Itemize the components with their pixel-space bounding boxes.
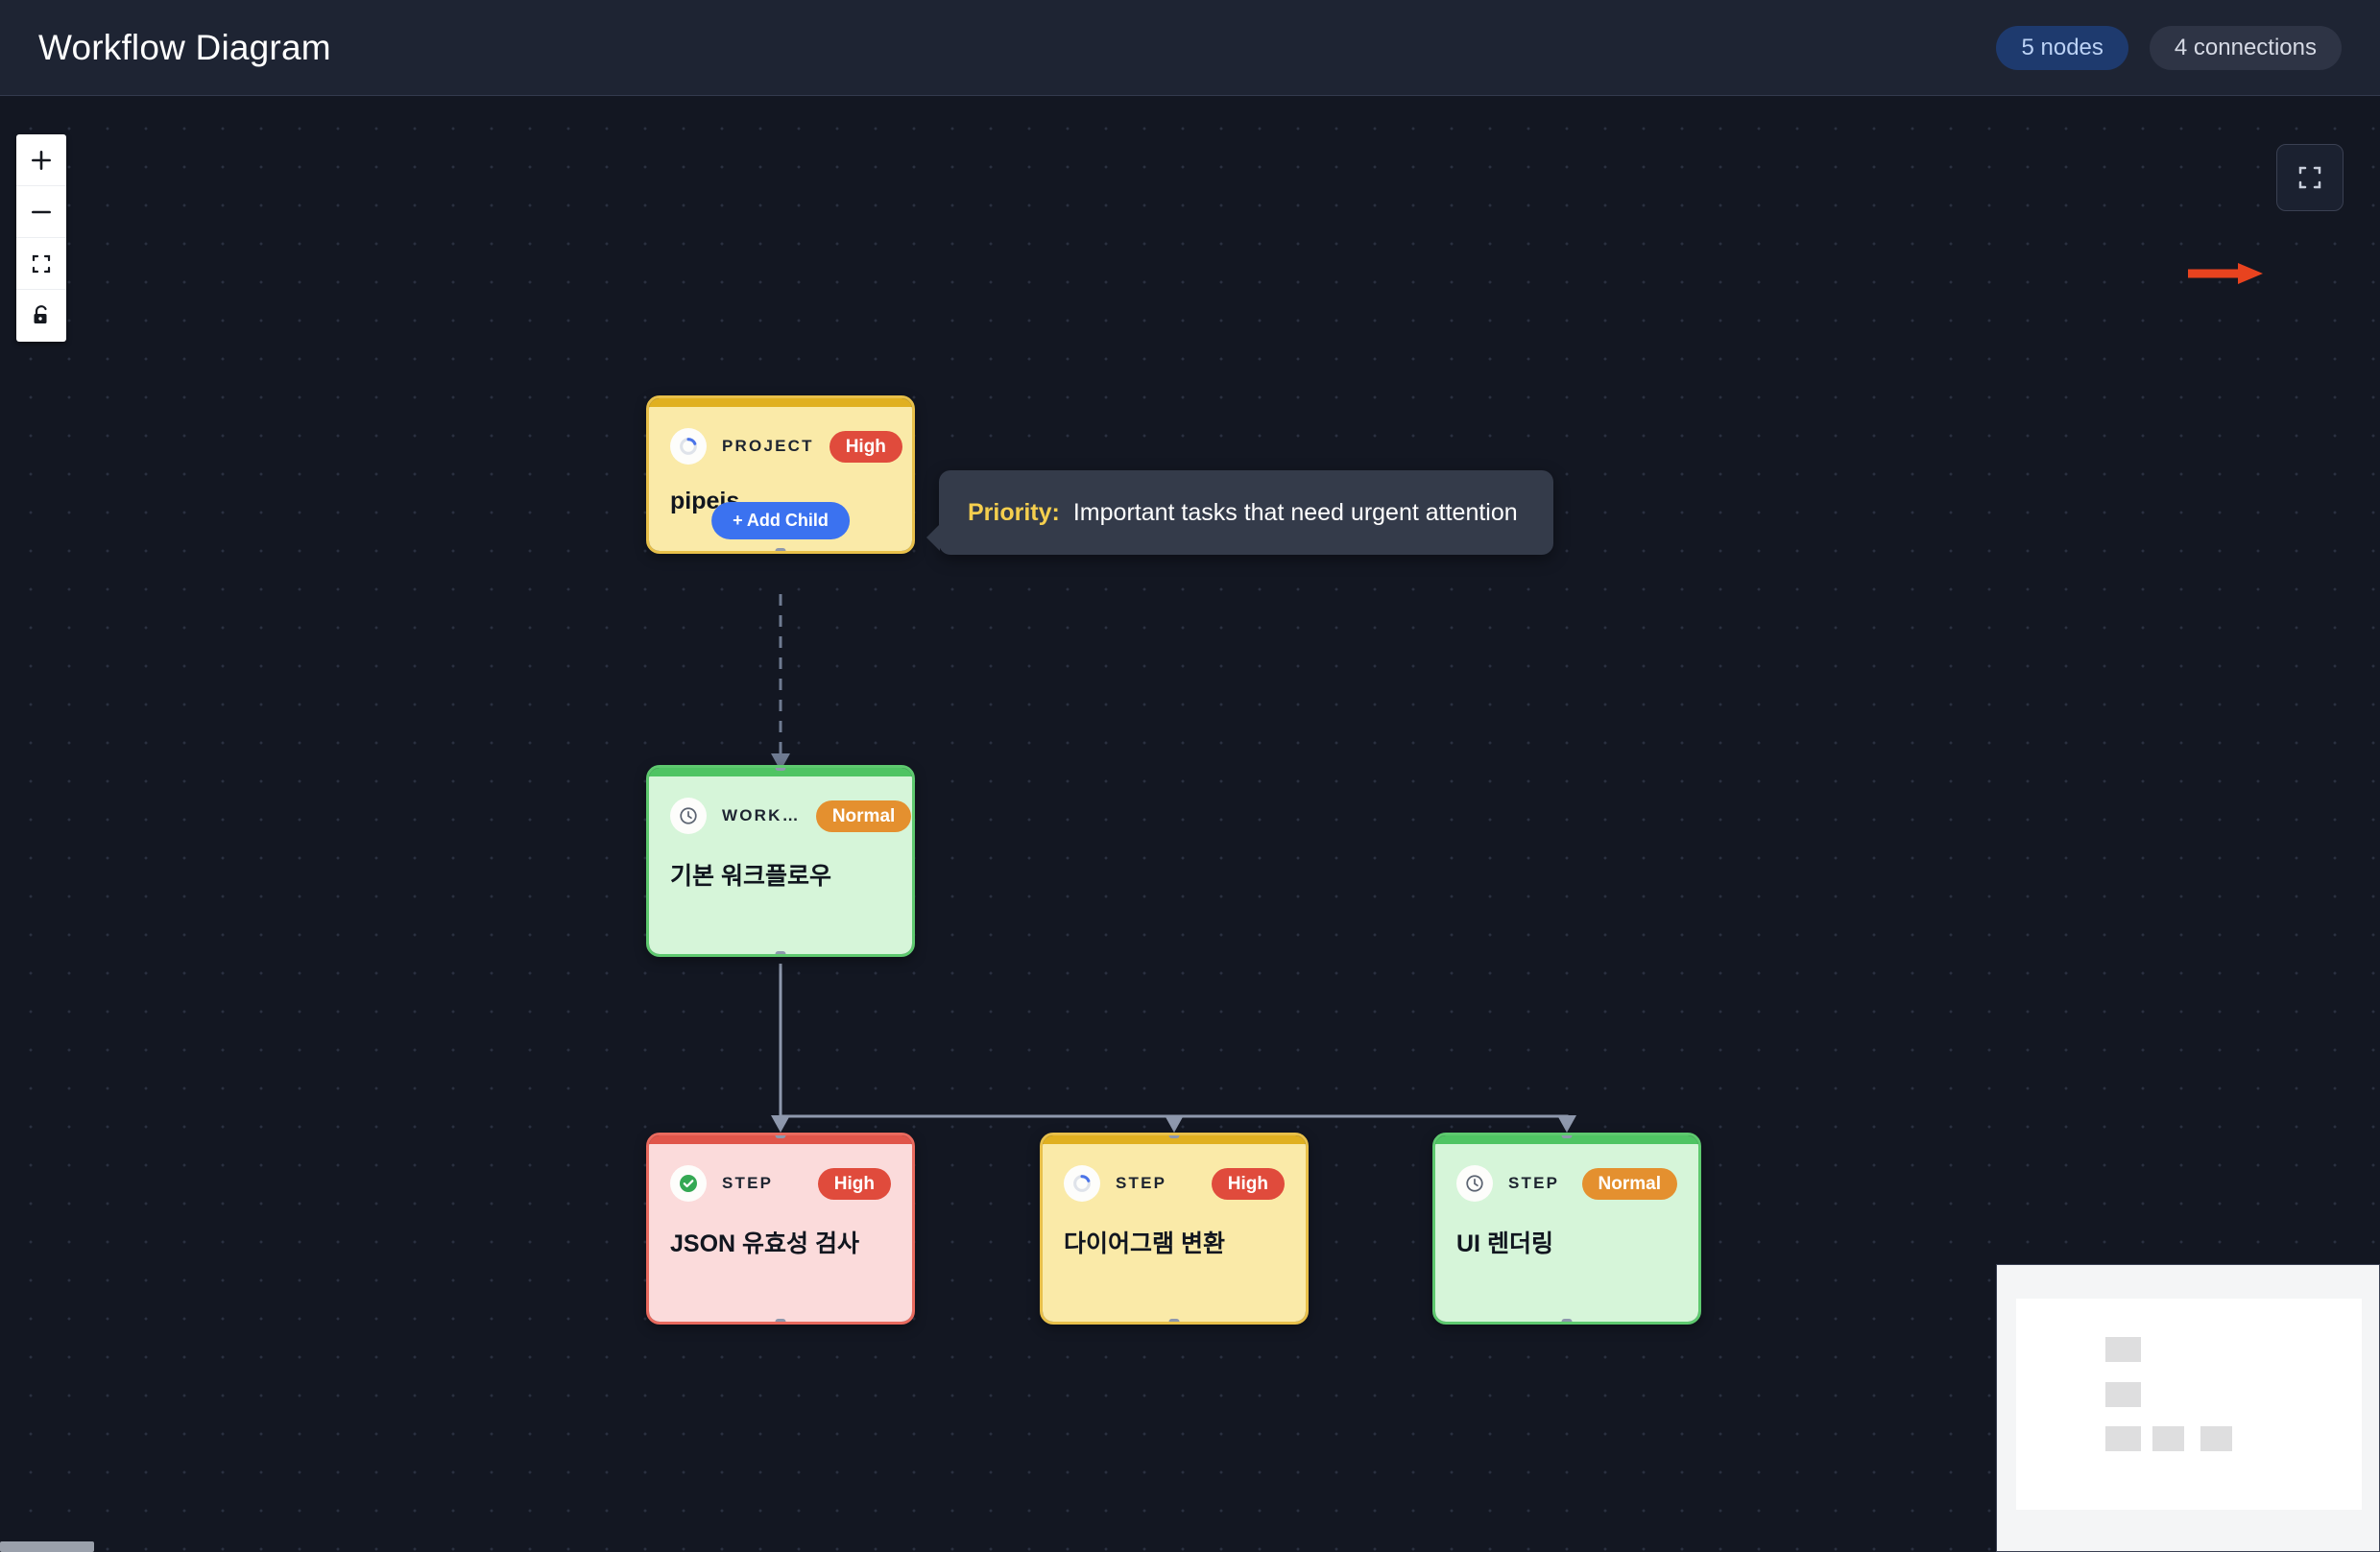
node-step-diagram[interactable]: STEP High 다이어그램 변환 <box>1040 1133 1309 1325</box>
node-title: 다이어그램 변환 <box>1064 1230 1225 1257</box>
clock-icon <box>670 798 707 834</box>
minimap-viewport[interactable] <box>2016 1299 2362 1510</box>
fit-view-icon <box>32 254 51 273</box>
connection-handle-top[interactable] <box>1561 1135 1573 1138</box>
spinner-icon <box>670 428 707 465</box>
node-title: 기본 워크플로우 <box>670 863 831 890</box>
node-type-label: PROJECT <box>722 437 814 455</box>
node-header: STEP High <box>670 1165 891 1202</box>
connection-handle-bottom[interactable] <box>775 1319 786 1322</box>
minimap-node <box>2105 1337 2141 1362</box>
fullscreen-button[interactable] <box>2276 144 2344 211</box>
fit-view-button[interactable] <box>16 238 66 290</box>
node-type-label: WORK… <box>722 806 801 824</box>
diagram-canvas[interactable]: PROJECT High pipejs + Add Child Priority… <box>0 96 2380 1552</box>
unlock-icon <box>34 305 47 323</box>
lock-toggle-button[interactable] <box>16 290 66 342</box>
horizontal-scrollbar[interactable] <box>0 1541 94 1552</box>
node-accent-bar <box>1043 1135 1306 1144</box>
connection-handle-bottom[interactable] <box>775 951 786 954</box>
node-accent-bar <box>649 1135 912 1144</box>
node-priority-badge: High <box>1211 1167 1285 1200</box>
tooltip-text: Important tasks that need urgent attenti… <box>1072 499 1518 526</box>
node-body: PROJECT High pipejs + Add Child <box>649 407 912 551</box>
node-body: STEP High 다이어그램 변환 <box>1043 1144 1306 1322</box>
node-workflow[interactable]: WORK… Normal 기본 워크플로우 <box>646 765 915 957</box>
minimap[interactable] <box>1996 1264 2380 1552</box>
check-circle-icon <box>670 1165 707 1202</box>
header-badges: 5 nodes 4 connections <box>1996 25 2342 70</box>
node-title: UI 렌더링 <box>1456 1230 1553 1257</box>
node-body: STEP High JSON 유효성 검사 <box>649 1144 912 1322</box>
node-priority-badge: High <box>829 430 902 463</box>
connection-handle-bottom[interactable] <box>1561 1319 1573 1322</box>
zoom-in-button[interactable] <box>16 134 66 186</box>
connection-handle-bottom[interactable] <box>1168 1319 1180 1322</box>
tooltip-label: Priority: <box>968 499 1060 526</box>
canvas-toolbar[interactable] <box>16 134 66 342</box>
node-project[interactable]: PROJECT High pipejs + Add Child <box>646 395 915 554</box>
fullscreen-icon <box>2298 166 2321 189</box>
node-accent-bar <box>1435 1135 1698 1144</box>
priority-tooltip: Priority: Important tasks that need urgen… <box>926 470 1553 556</box>
page-title: Workflow Diagram <box>38 27 331 67</box>
node-type-label: STEP <box>1508 1174 1560 1192</box>
node-header: STEP High <box>1064 1165 1285 1202</box>
clock-icon <box>1456 1165 1493 1202</box>
minimap-node <box>2105 1426 2141 1451</box>
node-accent-bar <box>649 768 912 776</box>
node-title: JSON 유효성 검사 <box>670 1230 859 1257</box>
node-priority-badge: Normal <box>1581 1167 1677 1200</box>
zoom-out-button[interactable] <box>16 186 66 238</box>
connection-handle-top[interactable] <box>1168 1135 1180 1138</box>
app-header: Workflow Diagram 5 nodes 4 connections <box>0 0 2380 96</box>
node-header: STEP Normal <box>1456 1165 1677 1202</box>
plus-icon <box>32 150 51 170</box>
node-priority-badge: High <box>817 1167 891 1200</box>
connection-count-badge: 4 connections <box>2149 25 2342 70</box>
node-body: STEP Normal UI 렌더링 <box>1435 1144 1698 1322</box>
node-accent-bar <box>649 398 912 407</box>
add-child-button[interactable]: + Add Child <box>711 502 850 539</box>
annotation-arrow-icon <box>2188 263 2263 284</box>
minimap-node <box>2200 1426 2232 1451</box>
node-header: WORK… Normal <box>670 798 912 834</box>
node-body: WORK… Normal 기본 워크플로우 <box>649 776 912 954</box>
minimap-node <box>2105 1382 2141 1407</box>
minimap-node <box>2152 1426 2184 1451</box>
node-priority-badge: Normal <box>815 800 912 832</box>
minus-icon <box>32 210 51 213</box>
node-count-badge: 5 nodes <box>1996 25 2128 70</box>
connection-handle-top[interactable] <box>775 1135 786 1138</box>
node-header: PROJECT High <box>670 428 902 465</box>
node-type-label: STEP <box>722 1174 774 1192</box>
node-step-ui[interactable]: STEP Normal UI 렌더링 <box>1432 1133 1701 1325</box>
connection-handle-bottom[interactable] <box>775 548 786 551</box>
node-step-json[interactable]: STEP High JSON 유효성 검사 <box>646 1133 915 1325</box>
spinner-icon <box>1064 1165 1100 1202</box>
connection-handle-top[interactable] <box>775 768 786 771</box>
node-type-label: STEP <box>1116 1174 1167 1192</box>
